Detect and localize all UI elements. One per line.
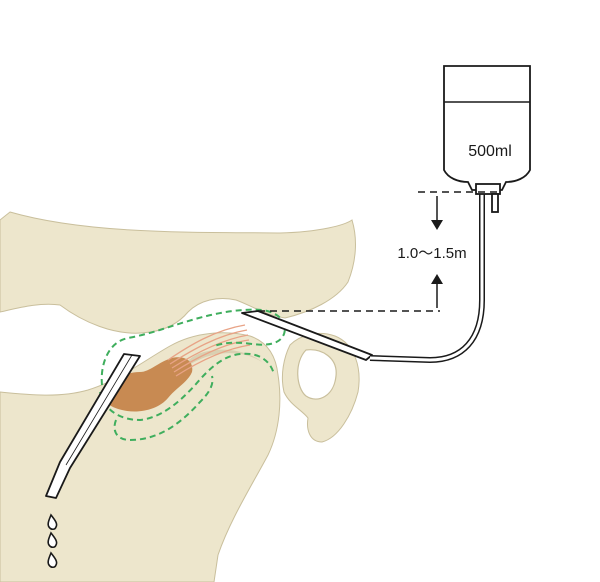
capsule-lower-loop — [113, 375, 214, 442]
retrodiscal-ligament — [167, 324, 251, 377]
air-vent — [491, 193, 499, 213]
infusion-needle — [241, 310, 373, 361]
condyle-shading — [180, 349, 262, 372]
ear-canal — [297, 349, 337, 400]
infusion-tube-inner — [369, 192, 484, 362]
drainage-needle-core — [65, 354, 133, 466]
drainage-needle — [45, 353, 141, 499]
drop-1 — [47, 513, 58, 531]
lower-joint-space-outline — [99, 352, 275, 422]
infusion-bottle — [443, 65, 531, 191]
bottle-outlet — [475, 183, 501, 195]
infusion-tube-outer — [369, 192, 485, 363]
upper-bone — [0, 211, 356, 334]
bottle-volume-label: 500ml — [468, 143, 512, 160]
height-label: 1.0～1.5m — [397, 245, 466, 262]
mandibular-condyle — [0, 332, 281, 582]
articular-disc — [104, 357, 193, 412]
drops — [47, 513, 58, 569]
drop-3 — [47, 551, 58, 569]
drop-2 — [47, 531, 58, 549]
height-arrow-top — [431, 196, 443, 230]
height-arrow-bottom — [431, 274, 443, 308]
